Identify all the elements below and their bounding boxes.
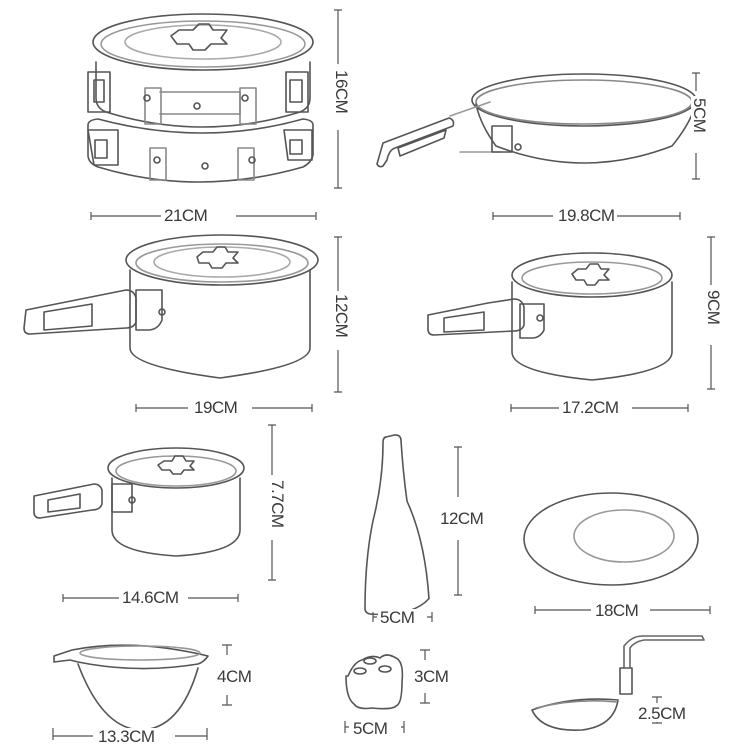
- rice-spatula-drawing: [364, 434, 430, 616]
- sponge-drawing: [345, 654, 404, 710]
- stacked-set-width-label: 21CM: [162, 206, 210, 225]
- plate-width-label: 18CM: [593, 601, 641, 620]
- plate-drawing: [523, 492, 699, 586]
- bowl-drawing: [53, 644, 209, 731]
- bowl-width-label: 13.3CM: [96, 727, 157, 746]
- sponge-height-label: 3CM: [412, 667, 451, 686]
- sponge-width-label: 5CM: [351, 719, 390, 738]
- stacked-set-height-label: 16CM: [332, 68, 351, 116]
- dimension-lines: [52, 9, 715, 740]
- medium-pot-drawing: [427, 252, 673, 381]
- bowl-height-label: 4CM: [215, 667, 254, 686]
- small-pot-drawing: [33, 447, 245, 557]
- ladle-height-label: 2.5CM: [636, 704, 688, 723]
- spatula-width-label: 5CM: [378, 608, 417, 627]
- frying-pan-height-label: 5CM: [690, 96, 709, 135]
- small-pot-height-label: 7.7CM: [268, 478, 287, 530]
- ladle-drawing: [531, 635, 705, 731]
- small-pot-width-label: 14.6CM: [120, 588, 181, 607]
- frying-pan-drawing: [376, 73, 697, 168]
- medium-pot-height-label: 9CM: [704, 288, 723, 327]
- medium-pot-width-label: 17.2CM: [560, 398, 621, 417]
- spatula-height-label: 12CM: [438, 509, 486, 528]
- large-pot-drawing: [23, 234, 319, 379]
- stacked-set-drawing: [87, 13, 314, 183]
- large-pot-width-label: 19CM: [192, 398, 240, 417]
- frying-pan-width-label: 19.8CM: [556, 206, 617, 225]
- large-pot-height-label: 12CM: [332, 292, 351, 340]
